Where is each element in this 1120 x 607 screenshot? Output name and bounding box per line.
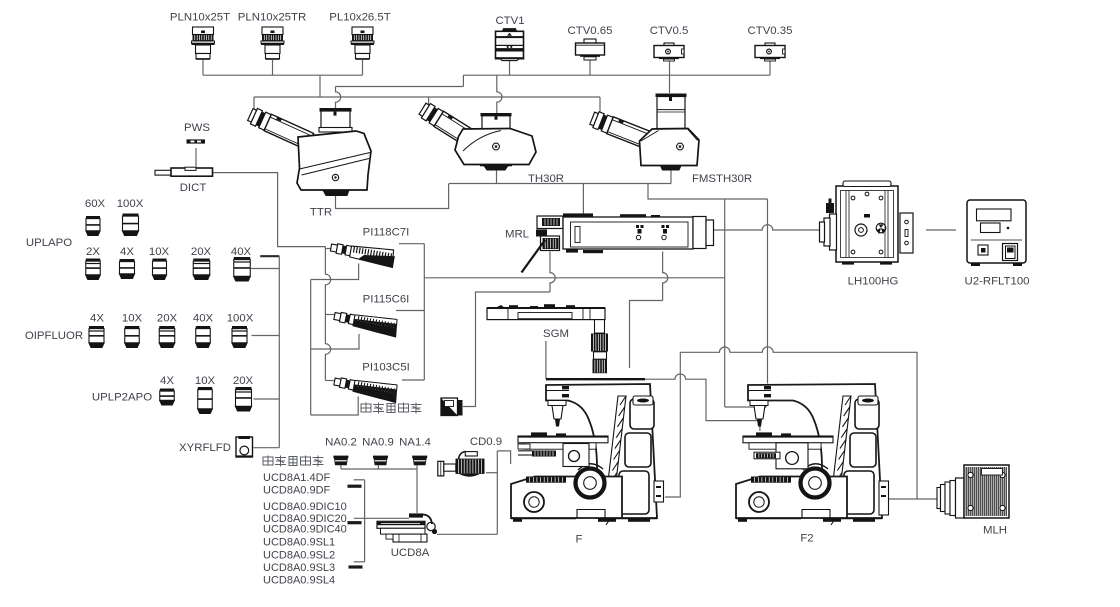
svg-text:100X: 100X	[117, 198, 144, 210]
svg-text:U2-RFLT100: U2-RFLT100	[965, 276, 1030, 288]
svg-text:UCD8A0.9DIC20: UCD8A0.9DIC20	[263, 513, 347, 525]
svg-text:FMSTH30R: FMSTH30R	[692, 173, 752, 185]
svg-text:F2: F2	[800, 533, 813, 545]
svg-text:UCD8A0.9SL3: UCD8A0.9SL3	[263, 562, 335, 574]
svg-text:PI103C5I: PI103C5I	[362, 362, 410, 374]
svg-text:4X: 4X	[160, 375, 174, 387]
svg-text:UCD8A0.9SL2: UCD8A0.9SL2	[263, 550, 335, 562]
svg-text:4X: 4X	[90, 313, 104, 325]
svg-text:CTV0.5: CTV0.5	[650, 25, 689, 37]
svg-text:OIPFLUOR: OIPFLUOR	[25, 330, 83, 342]
svg-text:SGM: SGM	[543, 328, 569, 340]
svg-text:UCD8A1.4DF: UCD8A1.4DF	[263, 472, 331, 484]
svg-text:MRL: MRL	[505, 229, 529, 241]
svg-text:NA0.9: NA0.9	[362, 437, 394, 449]
svg-text:UCD8A: UCD8A	[391, 547, 430, 559]
svg-text:CTV0.65: CTV0.65	[568, 25, 613, 37]
svg-text:40X: 40X	[231, 246, 252, 258]
svg-text:10X: 10X	[195, 375, 216, 387]
svg-text:2X: 2X	[86, 246, 100, 258]
svg-text:NA1.4: NA1.4	[399, 437, 431, 449]
svg-text:UCD8A0.9DF: UCD8A0.9DF	[263, 485, 331, 497]
svg-text:PLN10x25TR: PLN10x25TR	[238, 12, 306, 24]
svg-text:PI118C7I: PI118C7I	[363, 227, 410, 239]
svg-text:PLN10x25T: PLN10x25T	[170, 12, 230, 24]
svg-text:20X: 20X	[191, 246, 212, 258]
svg-text:10X: 10X	[149, 246, 170, 258]
svg-text:UCD8A0.9SL1: UCD8A0.9SL1	[263, 537, 335, 549]
svg-text:XYRFLFD: XYRFLFD	[179, 442, 231, 454]
svg-text:UPLP2APO: UPLP2APO	[92, 392, 152, 404]
svg-text:LH100HG: LH100HG	[848, 276, 899, 288]
svg-text:UCD8A0.9DIC10: UCD8A0.9DIC10	[263, 501, 347, 513]
svg-text:TH30R: TH30R	[528, 173, 564, 185]
svg-text:CD0.9: CD0.9	[470, 436, 502, 448]
svg-text:PI115C6I: PI115C6I	[363, 294, 410, 306]
svg-text:4X: 4X	[120, 246, 134, 258]
svg-text:NA0.2: NA0.2	[325, 437, 357, 449]
svg-text:UCD8A0.9DIC40: UCD8A0.9DIC40	[263, 524, 347, 536]
svg-text:CTV1: CTV1	[495, 15, 524, 27]
svg-text:UPLAPO: UPLAPO	[26, 237, 72, 249]
svg-text:40X: 40X	[193, 313, 214, 325]
svg-text:MLH: MLH	[983, 525, 1007, 537]
svg-text:60X: 60X	[85, 198, 106, 210]
svg-text:UCD8A0.9SL4: UCD8A0.9SL4	[263, 575, 335, 587]
svg-text:PL10x26.5T: PL10x26.5T	[329, 12, 390, 24]
svg-text:20X: 20X	[233, 375, 254, 387]
svg-text:10X: 10X	[122, 313, 143, 325]
svg-text:100X: 100X	[227, 313, 254, 325]
svg-text:F: F	[576, 534, 583, 546]
svg-text:20X: 20X	[157, 313, 178, 325]
svg-text:CTV0.35: CTV0.35	[748, 25, 793, 37]
svg-text:DICT: DICT	[180, 182, 207, 194]
svg-text:TTR: TTR	[310, 207, 332, 219]
svg-text:PWS: PWS	[184, 122, 210, 134]
